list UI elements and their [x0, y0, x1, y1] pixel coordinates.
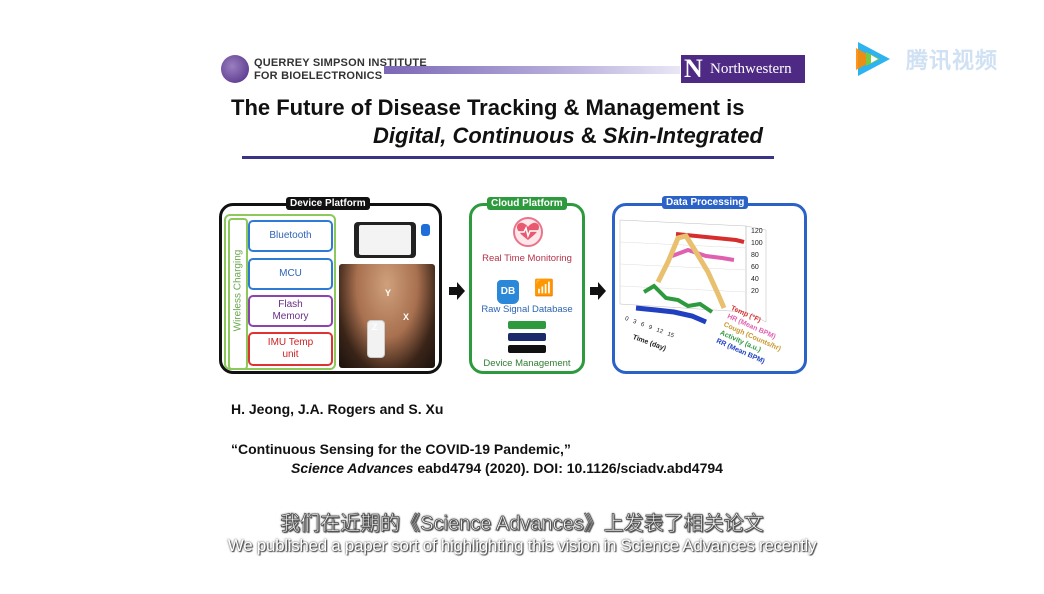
- axis-x-label: X: [403, 312, 410, 322]
- time-tick: 0: [623, 316, 630, 323]
- wireless-charging-coil: [228, 218, 248, 370]
- arrow-right-icon: [590, 282, 606, 300]
- sensor-device: [367, 320, 385, 358]
- z-tick: 60: [751, 264, 759, 271]
- z-tick: 40: [751, 276, 759, 283]
- citation-journal-line: Science Advances eabd4794 (2020). DOI: 1…: [291, 460, 723, 476]
- module-mcu: MCU: [248, 258, 333, 290]
- module-label: IMU Temp unit: [267, 337, 314, 360]
- axis-y-label: Y: [385, 288, 392, 298]
- journal-name: Science Advances: [291, 460, 414, 476]
- slide-title-line1: The Future of Disease Tracking & Managem…: [231, 95, 745, 120]
- axis-z-label: Z: [372, 322, 378, 332]
- tablet-screen: [359, 225, 411, 255]
- module-label: Bluetooth: [269, 230, 312, 241]
- device-platform-tag: Device Platform: [286, 197, 370, 210]
- institute-line2: FOR BIOELECTRONICS: [254, 70, 383, 82]
- module-imu-temp: IMU Temp unit: [248, 332, 333, 366]
- title-digital: Digital, Continuous: [373, 123, 575, 148]
- institute-line1: QUERREY SIMPSON INSTITUTE: [254, 57, 427, 69]
- slide-title-line2: Digital, Continuous & Skin-Integrated: [373, 123, 763, 149]
- wireless-charging-frame: [224, 214, 336, 370]
- data-processing-tag: Data Processing: [662, 196, 749, 209]
- arrow-right-icon: [449, 282, 465, 300]
- institute-logo-icon: [221, 55, 249, 83]
- watermark-text: 腾讯视频: [906, 48, 999, 73]
- heartbeat-icon: [517, 222, 539, 240]
- data-processing-panel: [612, 203, 807, 374]
- northwestern-name: Northwestern: [710, 61, 792, 77]
- raw-signal-database-label: Raw Signal Database: [481, 304, 573, 315]
- module-label: MCU: [279, 268, 302, 279]
- time-tick: 9: [647, 324, 653, 332]
- bluetooth-icon: [421, 224, 430, 236]
- authors: H. Jeong, J.A. Rogers and S. Xu: [231, 401, 444, 417]
- institute-name: QUERREY SIMPSON INSTITUTE FOR BIOELECTRO…: [254, 57, 427, 83]
- module-bluetooth: Bluetooth: [248, 220, 333, 252]
- northwestern-letter: N: [684, 54, 703, 83]
- z-tick: 100: [751, 240, 763, 247]
- series-hr: [671, 247, 735, 262]
- title-skin: Skin-Integrated: [602, 123, 763, 148]
- module-flash-memory: Flash Memory: [248, 295, 333, 327]
- wifi-icon: 📶: [534, 280, 554, 297]
- module-label: Flash Memory: [272, 299, 309, 322]
- northwestern-logo: [681, 55, 805, 83]
- title-amp: &: [574, 123, 603, 148]
- title-underline: [242, 156, 774, 159]
- citation-title: “Continuous Sensing for the COVID-19 Pan…: [231, 441, 571, 457]
- wireless-charging-label: Wireless Charging: [232, 249, 244, 332]
- 3d-data-chart: [619, 219, 767, 325]
- series-temp: [675, 232, 745, 244]
- device-bar: [508, 333, 546, 341]
- z-tick: 120: [751, 228, 763, 235]
- citation-details: eabd4794 (2020). DOI: 10.1126/sciadv.abd…: [413, 460, 723, 476]
- subtitle-english: We published a paper sort of highlightin…: [227, 536, 817, 555]
- series-activity: [642, 283, 714, 314]
- subtitle-chinese: 我们在近期的《Science Advances》上发表了相关论文: [280, 513, 764, 536]
- time-tick: 3: [631, 318, 637, 326]
- real-time-monitoring-label: Real Time Monitoring: [482, 253, 572, 264]
- series-cough: [655, 233, 727, 309]
- device-bar: [508, 321, 546, 329]
- z-tick: 80: [751, 252, 759, 259]
- device-management-label: Device Management: [483, 358, 571, 369]
- header-gradient-bar: [384, 66, 680, 74]
- device-bar: [508, 345, 546, 353]
- tencent-video-logo-icon: [856, 42, 890, 76]
- neck-sensor-photo: [339, 264, 435, 368]
- time-tick: 6: [639, 321, 645, 329]
- cloud-platform-tag: Cloud Platform: [487, 197, 567, 210]
- series-rr: [635, 305, 707, 325]
- z-axis-ticks: 120 100 80 60 40 20: [751, 226, 763, 298]
- z-tick: 20: [751, 288, 759, 295]
- database-icon: DB: [497, 280, 519, 304]
